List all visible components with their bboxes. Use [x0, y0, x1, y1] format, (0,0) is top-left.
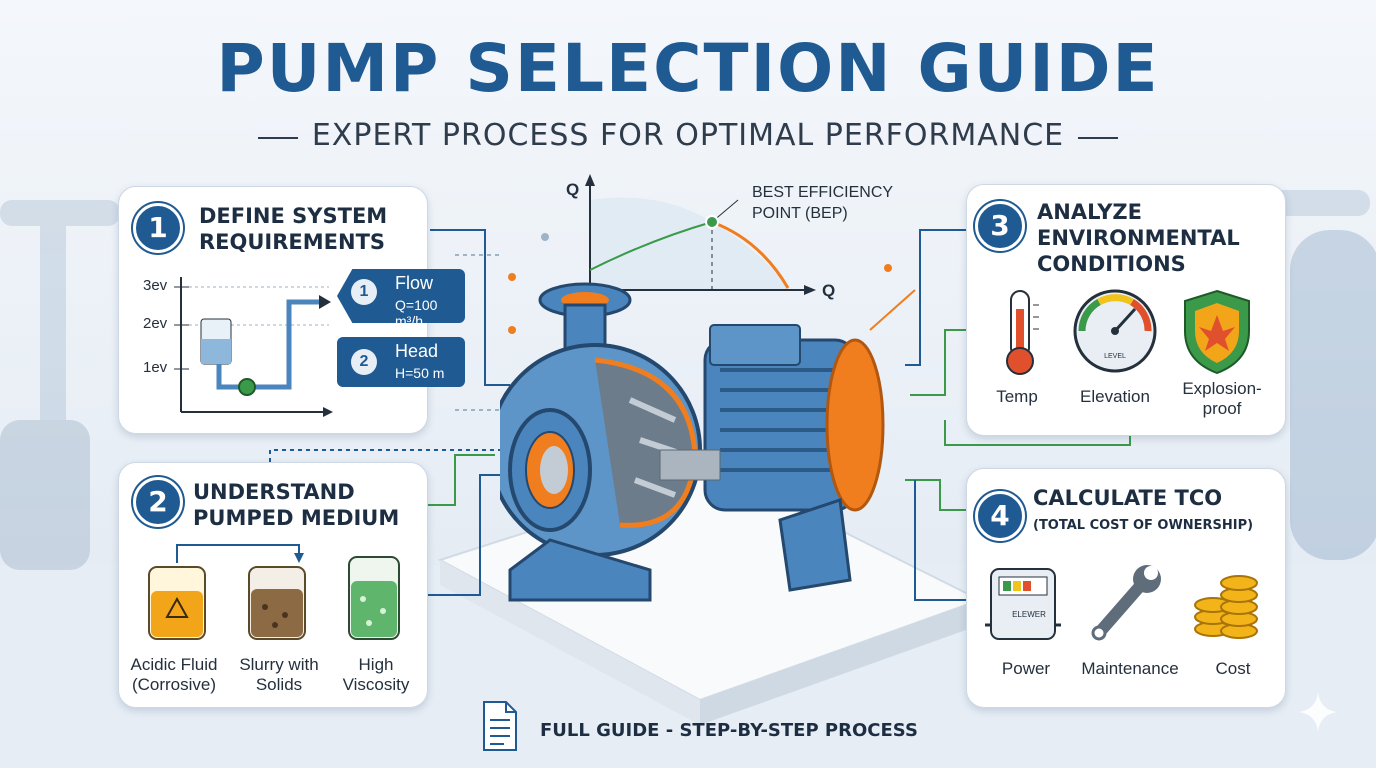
head-label: Head	[395, 341, 439, 361]
footer-label: FULL GUIDE - STEP-BY-STEP PROCESS	[540, 720, 918, 741]
curve-x-axis-label: Q	[822, 281, 836, 300]
tco-label-maintenance: Maintenance	[1081, 659, 1179, 678]
step1-number-badge: 1	[133, 203, 183, 253]
step1-title-line1: DEFINE SYSTEM	[199, 204, 388, 228]
step3-title-line2: ENVIRONMENTAL	[1037, 226, 1240, 250]
step1-title-line2: REQUIREMENTS	[199, 230, 386, 254]
centrifugal-pump-illustration	[500, 282, 885, 602]
level-label-2: 2ev	[143, 315, 168, 332]
step1-card: 1 DEFINE SYSTEM REQUIREMENTS 3ev 2ev 1ev…	[118, 186, 465, 434]
step4-number-badge: 4	[975, 491, 1025, 541]
bep-label-line2: POINT (BEP)	[752, 205, 848, 222]
environment-icons	[1006, 289, 1250, 375]
sparkle-icon	[1298, 692, 1338, 732]
acidic-fluid-icon	[148, 566, 206, 640]
step4-title-line1: CALCULATE TCO	[1033, 486, 1223, 510]
flow-label: Flow	[395, 273, 434, 293]
head-value: H=50 m	[395, 365, 445, 381]
document-icon	[483, 701, 517, 751]
step2-title-line2: PUMPED MEDIUM	[193, 506, 400, 530]
medium-label-acidic: Acidic Fluid(Corrosive)	[130, 655, 218, 694]
head-number: 2	[351, 349, 377, 375]
step4-title-line2: (TOTAL COST OF OWNERSHIP)	[1033, 518, 1254, 533]
step3-title-line1: ANALYZE	[1037, 200, 1142, 224]
flow-number: 1	[351, 279, 377, 305]
medium-containers	[148, 544, 400, 640]
meter-text: ELEWER	[1012, 610, 1046, 619]
level-label-1: 1ev	[143, 359, 168, 376]
coin-stack-icon	[1194, 575, 1258, 639]
tco-label-power: Power	[1001, 659, 1051, 678]
thermometer-icon	[1006, 290, 1039, 375]
head-requirement-tag: 2 Head H=50 m	[337, 337, 465, 387]
slurry-icon	[248, 566, 306, 640]
gauge-level-text: LEVEL	[1104, 353, 1126, 360]
tco-label-cost: Cost	[1215, 659, 1251, 678]
env-label-explosion-proof: Explosion-proof	[1182, 379, 1262, 418]
flow-requirement-tag: 1 Flow Q=100 m³/h	[337, 269, 465, 323]
flow-value: Q=100 m³/h	[395, 297, 438, 329]
step3-card: 3 ANALYZE ENVIRONMENTAL CONDITIONS LEVEL…	[966, 184, 1286, 436]
step2-card: 2 UNDERSTAND PUMPED MEDIUM Acidic Fluid(…	[118, 462, 428, 708]
page-title: PUMP SELECTION GUIDE	[216, 30, 1160, 107]
wrench-icon	[1091, 565, 1161, 641]
system-elevation-diagram	[174, 277, 333, 417]
step3-title-line3: CONDITIONS	[1037, 252, 1186, 276]
bep-point	[705, 215, 719, 229]
explosion-proof-shield-icon	[1184, 289, 1250, 375]
env-label-elevation: Elevation	[1080, 387, 1150, 406]
env-label-temp: Temp	[996, 387, 1038, 406]
subtitle-rule	[258, 137, 1118, 139]
curve-y-axis-label: Q	[566, 180, 580, 199]
power-meter-icon	[985, 568, 1061, 640]
page-subtitle: EXPERT PROCESS FOR OPTIMAL PERFORMANCE	[311, 118, 1065, 153]
step2-title-line1: UNDERSTAND	[193, 480, 355, 504]
elevation-gauge-icon	[1073, 289, 1157, 373]
bep-label-line1: BEST EFFICIENCY	[752, 184, 894, 201]
step4-card: 4 CALCULATE TCO (TOTAL COST OF OWNERSHIP…	[966, 468, 1286, 708]
step2-number-badge: 2	[133, 477, 183, 527]
step3-number-badge: 3	[975, 201, 1025, 251]
high-viscosity-icon	[348, 556, 400, 640]
tco-icons	[985, 565, 1258, 641]
level-label-3: 3ev	[143, 277, 168, 294]
performance-curve	[585, 174, 816, 295]
